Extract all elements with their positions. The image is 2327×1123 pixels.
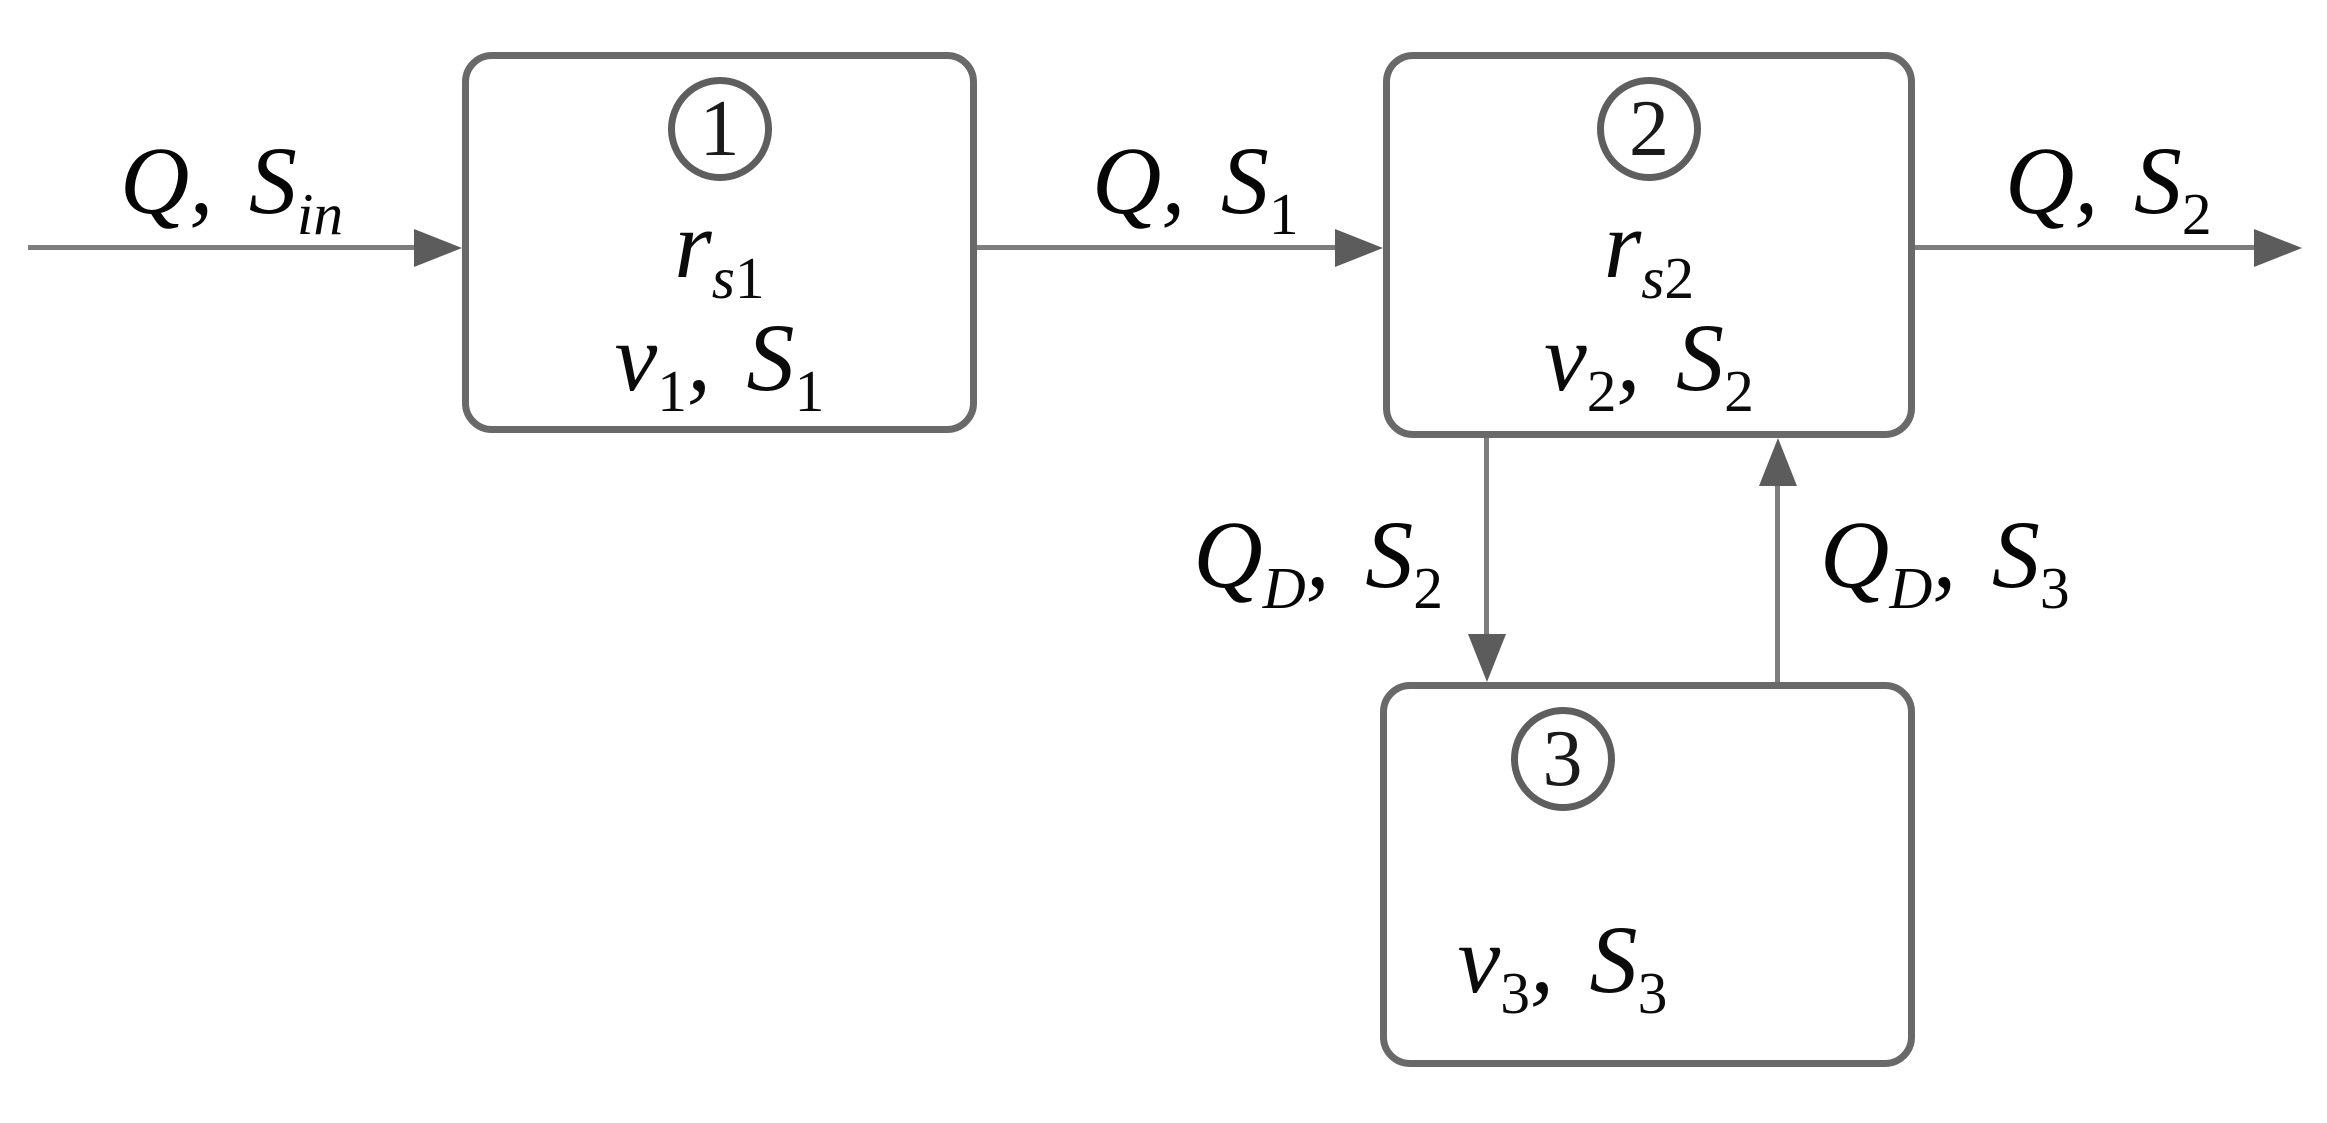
inlet-flow-subscript: in [296, 180, 344, 247]
tank-2-rate-sub-digit: 2 [1664, 244, 1695, 311]
tank-3-number: 3 [1542, 714, 1583, 803]
inlet-arrowhead-icon [414, 229, 462, 267]
tank3-to-tank2-arrowhead-icon [1759, 438, 1797, 486]
tank-1-rate-base: r [674, 191, 712, 298]
tank-3-volume-symbol: v [1457, 906, 1501, 1013]
tank-1-substrate-subscript: 1 [794, 357, 825, 424]
tank2-to-tank3-flow-s: , S [1305, 501, 1414, 608]
outlet-arrowhead-icon [2254, 229, 2302, 267]
tank1-to-tank2-arrowhead-icon [1335, 229, 1383, 267]
tank-2-rate-label: rs2 [1390, 192, 1908, 311]
tank1-to-tank2-flow-subscript: 1 [1268, 180, 1299, 247]
tank-2-number: 2 [1629, 84, 1669, 173]
tank-2-substrate-symbol: , S [1616, 304, 1725, 411]
tank1-to-tank2-flow-main: Q, S [1092, 127, 1269, 234]
tank-1-substrate-symbol: , S [687, 304, 795, 411]
inlet-arrow-line [28, 245, 420, 250]
inlet-flow-label: Q, Sin [120, 128, 343, 247]
tank-1-number: 1 [699, 84, 740, 173]
tank-3-volume-subscript: 3 [1500, 959, 1531, 1026]
tank-1-volume-symbol: v [614, 304, 658, 411]
tank-2-number-badge: 2 [1597, 77, 1701, 181]
tank2-to-tank3-arrow-line [1484, 438, 1489, 638]
tank3-to-tank2-flow-q: Q [1820, 501, 1890, 608]
tank-1-rate-label: rs1 [469, 192, 970, 311]
tank-2-state-label: v2, S2 [1390, 305, 1908, 424]
tank2-to-tank3-flow-label: QD, S2 [1193, 502, 1443, 621]
tank1-to-tank2-flow-label: Q, S1 [1092, 128, 1299, 247]
tank-1-box: 1 rs1 v1, S1 [462, 52, 977, 433]
tank-3-substrate-symbol: , S [1530, 906, 1638, 1013]
tank3-to-tank2-flow-s-subscript: 3 [2039, 554, 2070, 621]
tank2-to-tank3-arrowhead-icon [1468, 634, 1506, 682]
tank-1-state-label: v1, S1 [469, 305, 970, 424]
outlet-flow-main: Q, S [2005, 127, 2182, 234]
tank2-to-tank3-flow-q-subscript: D [1262, 554, 1306, 621]
tank-2-volume-symbol: v [1544, 304, 1587, 411]
tank3-to-tank2-flow-s: , S [1932, 501, 2040, 608]
outlet-flow-subscript: 2 [2181, 180, 2212, 247]
tank1-to-tank2-arrow-line [977, 245, 1342, 250]
tank-1-number-badge: 1 [667, 77, 772, 181]
tank2-to-tank3-flow-s-subscript: 2 [1413, 554, 1443, 621]
tank-1-volume-subscript: 1 [657, 357, 688, 424]
outlet-flow-label: Q, S2 [2005, 128, 2212, 247]
tank-2-rate-sub-letter: s [1641, 244, 1665, 311]
tank-2-rate-base: r [1603, 191, 1642, 298]
tank-3-substrate-subscript: 3 [1637, 959, 1668, 1026]
tank3-to-tank2-arrow-line [1775, 484, 1780, 682]
tank-2-volume-subscript: 2 [1586, 357, 1617, 424]
tank-1-rate-sub-digit: 1 [734, 244, 765, 311]
tank3-to-tank2-flow-q-subscript: D [1889, 554, 1933, 621]
tank-2-substrate-subscript: 2 [1724, 357, 1754, 424]
tank3-to-tank2-flow-label: QD, S3 [1820, 502, 2070, 621]
tank2-to-tank3-flow-q: Q [1193, 501, 1263, 608]
tank-1-rate-sub-letter: s [711, 244, 735, 311]
outlet-arrow-line [1915, 245, 2258, 250]
tank-3-state-label: v3, S3 [1302, 907, 1823, 1026]
inlet-flow-main: Q, S [120, 127, 297, 234]
tank-3-number-badge: 3 [1510, 707, 1615, 811]
tank-3-box: 3 v3, S3 [1380, 682, 1915, 1067]
tank-2-box: 2 rs2 v2, S2 [1383, 52, 1915, 438]
